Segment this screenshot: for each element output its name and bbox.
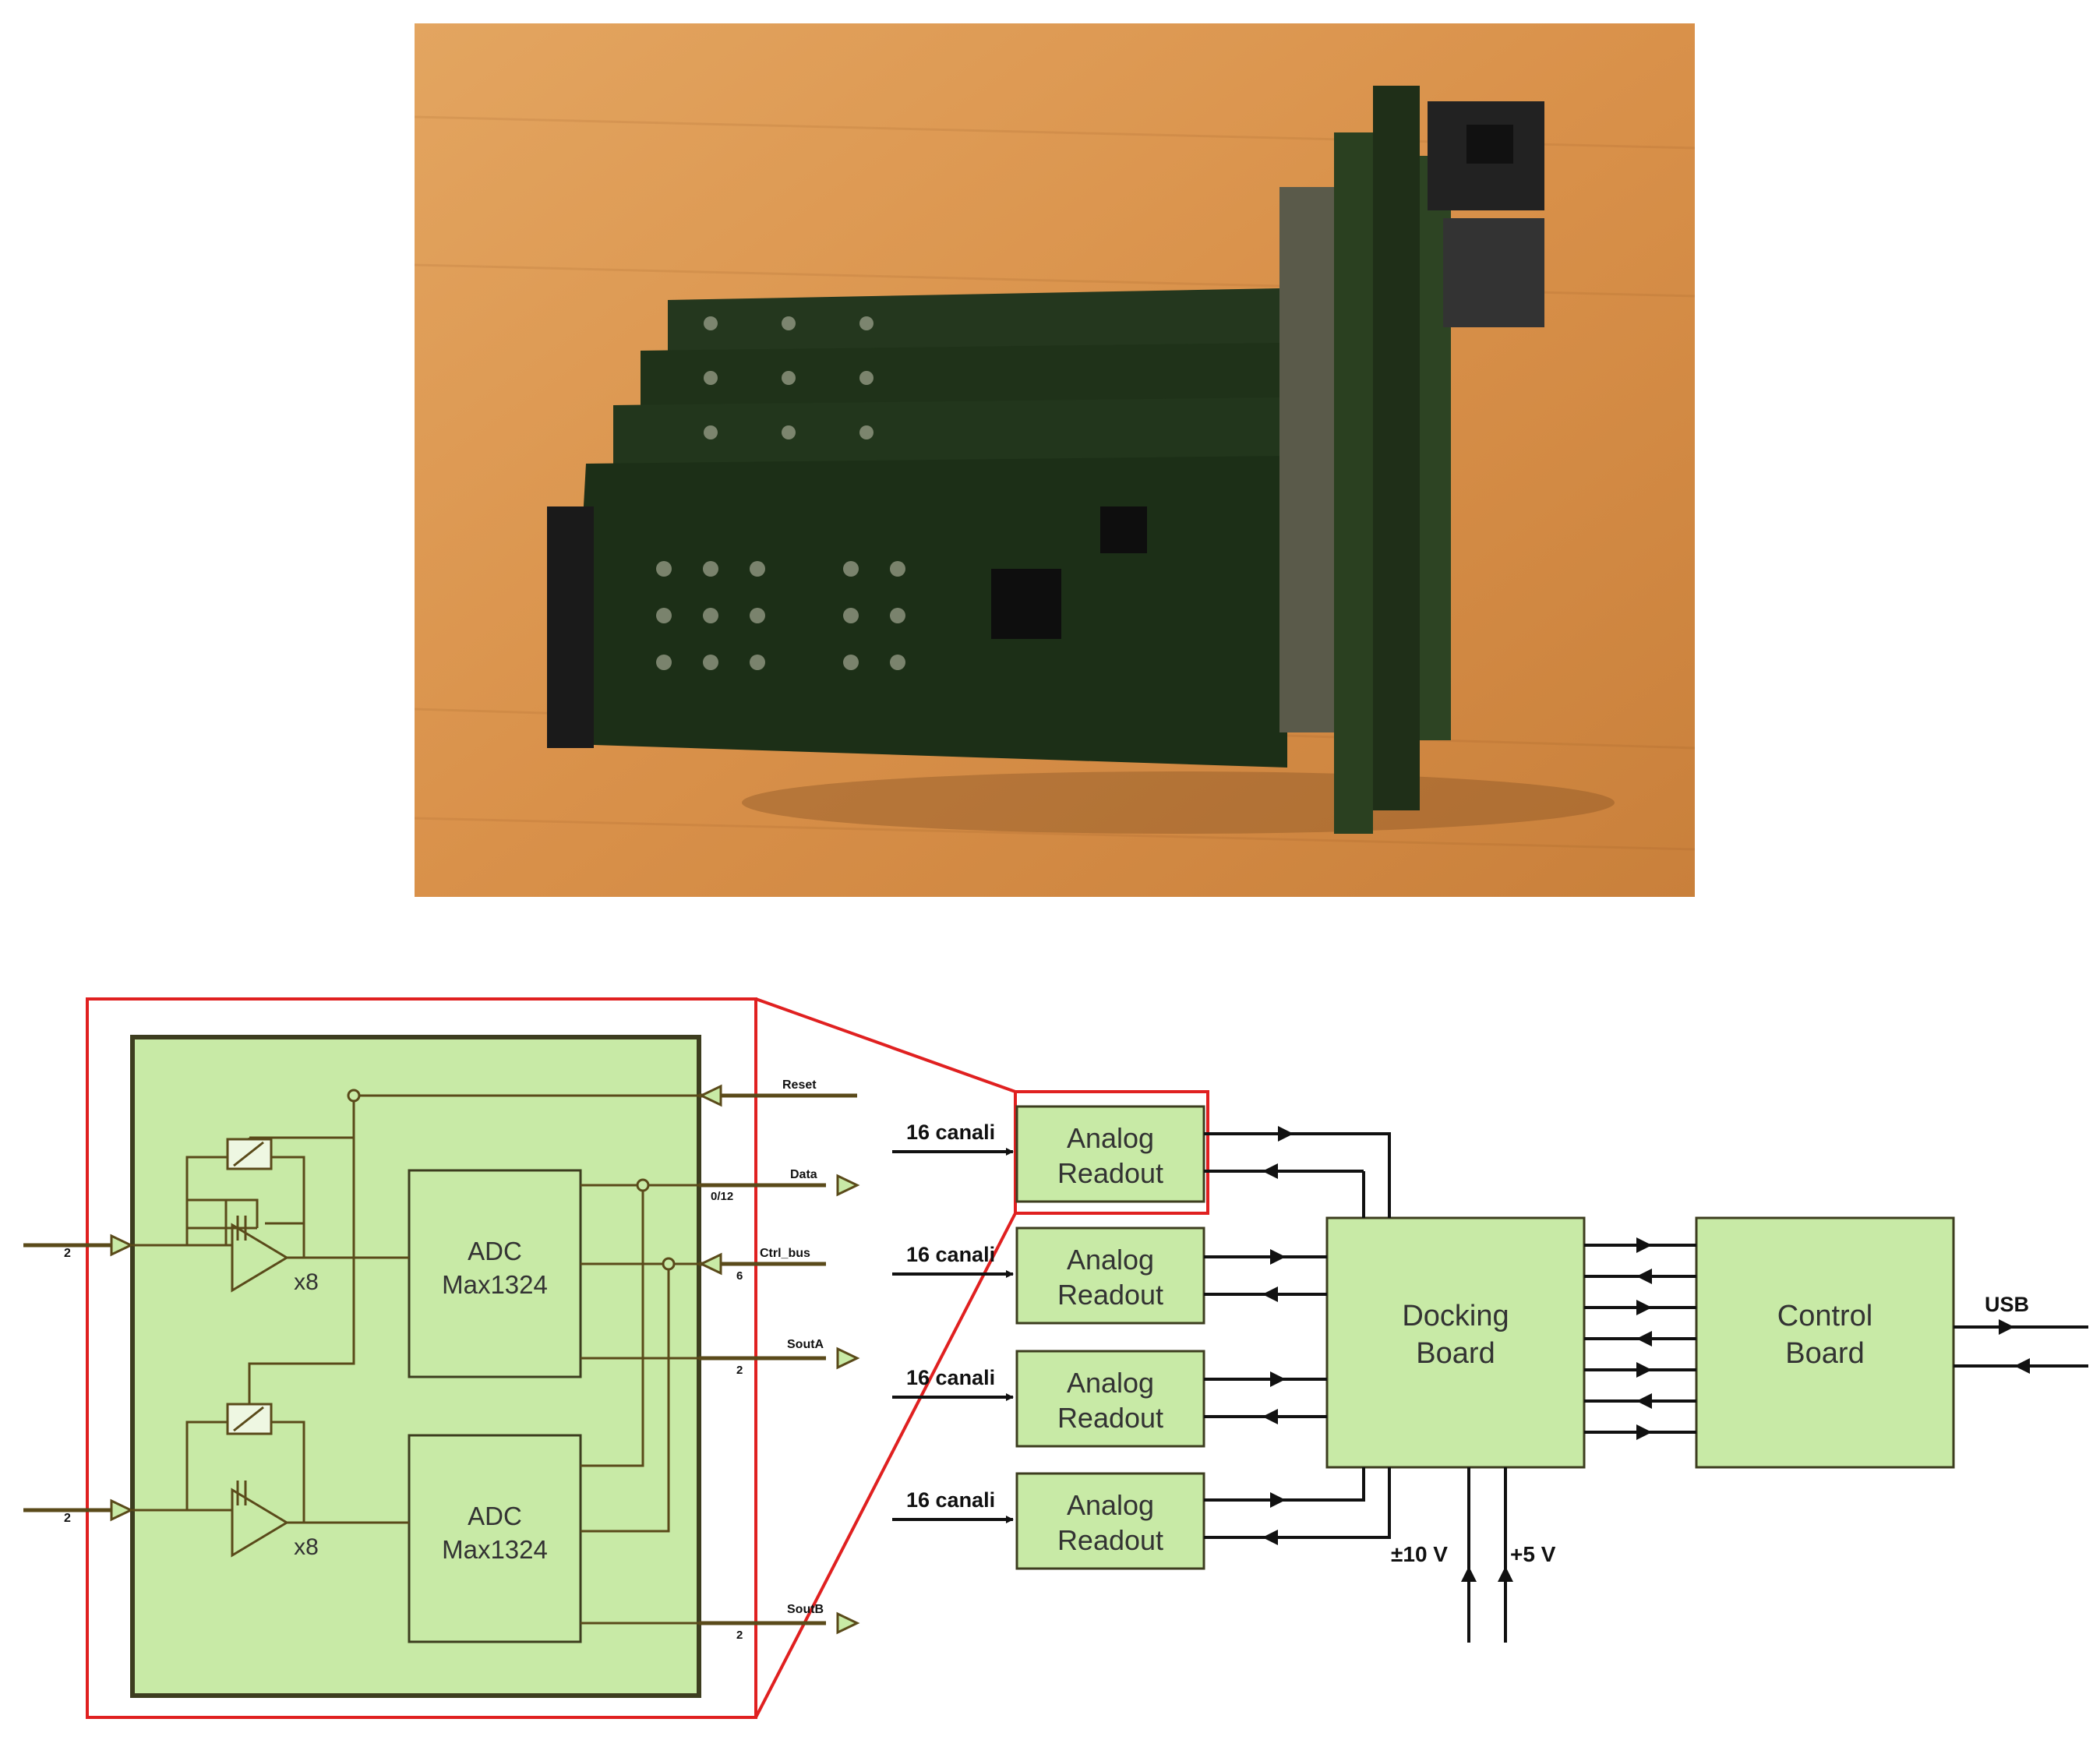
adc-top-line2: Max1324	[442, 1270, 548, 1299]
docking-board-line1: Docking	[1402, 1300, 1509, 1332]
power-label-10v: ±10 V	[1391, 1542, 1448, 1566]
analog-readout-1	[1015, 1105, 1205, 1203]
input-label-3: 16 canali	[906, 1366, 995, 1389]
bus-width-ctrl: 6	[736, 1269, 743, 1283]
ctrl-bus-port-icon	[698, 1252, 722, 1276]
bus-width-sout-b: 2	[736, 1629, 743, 1642]
adc-bottom-line1: ADC	[468, 1502, 522, 1530]
analog-readout-detail: ADC Max1324 ADC Max1324 x8 x8	[23, 1035, 860, 1698]
analog-readout-2	[1015, 1226, 1205, 1325]
sout-a-port-icon	[836, 1346, 860, 1370]
pcb-assembly-photo	[415, 23, 1695, 897]
usb-label: USB	[1985, 1293, 2029, 1316]
amplifier-top-icon	[231, 1223, 289, 1293]
readout-1-line2: Readout	[1057, 1157, 1163, 1189]
readout-4-line1: Analog	[1067, 1489, 1154, 1521]
analog-readout-3	[1015, 1350, 1205, 1448]
control-board-line1: Control	[1777, 1300, 1873, 1332]
readout-1-line1: Analog	[1067, 1122, 1154, 1154]
adc-block-top	[408, 1169, 582, 1378]
readout-2-line1: Analog	[1067, 1244, 1154, 1276]
bus-width-data: 0/12	[711, 1190, 733, 1203]
power-label-5v: +5 V	[1510, 1542, 1556, 1566]
signal-sout-b: SoutB	[787, 1603, 824, 1616]
adc-block-bottom	[408, 1434, 582, 1643]
gain-bottom: x8	[294, 1534, 319, 1560]
analog-readout-4	[1015, 1472, 1205, 1570]
system-diagram: 16 canali 16 canali 16 canali 16 canali …	[892, 1105, 2088, 1643]
signal-sout-a: SoutA	[787, 1338, 824, 1351]
pcb-board-stack	[547, 86, 1544, 834]
reset-port-icon	[698, 1084, 722, 1107]
amplifier-bottom-icon	[231, 1488, 289, 1558]
bus-width-in-bottom: 2	[64, 1512, 71, 1525]
gain-top: x8	[294, 1269, 319, 1295]
control-board	[1695, 1216, 1955, 1469]
control-board-line2: Board	[1785, 1337, 1864, 1370]
readout-2-line2: Readout	[1057, 1279, 1163, 1311]
adc-top-line1: ADC	[468, 1237, 522, 1265]
input-port-bottom-icon	[110, 1498, 134, 1522]
input-label-1: 16 canali	[906, 1121, 995, 1144]
readout-4-line2: Readout	[1057, 1524, 1163, 1556]
docking-board	[1325, 1216, 1586, 1469]
input-label-4: 16 canali	[906, 1488, 995, 1512]
readout-3-line1: Analog	[1067, 1367, 1154, 1399]
data-port-icon	[836, 1174, 860, 1197]
bus-width-sout-a: 2	[736, 1364, 743, 1377]
input-label-2: 16 canali	[906, 1243, 995, 1266]
sout-b-port-icon	[836, 1611, 860, 1635]
input-port-top-icon	[110, 1234, 134, 1257]
signal-ctrl-bus: Ctrl_bus	[760, 1247, 810, 1260]
readout-block-diagram: ADC Max1324 ADC Max1324 x8 x8	[23, 997, 2088, 1719]
adc-bottom-line2: Max1324	[442, 1535, 548, 1564]
signal-data: Data	[790, 1168, 817, 1181]
docking-board-line2: Board	[1416, 1337, 1495, 1370]
bus-width-in-top: 2	[64, 1247, 71, 1260]
readout-3-line2: Readout	[1057, 1402, 1163, 1434]
signal-reset: Reset	[782, 1078, 817, 1092]
